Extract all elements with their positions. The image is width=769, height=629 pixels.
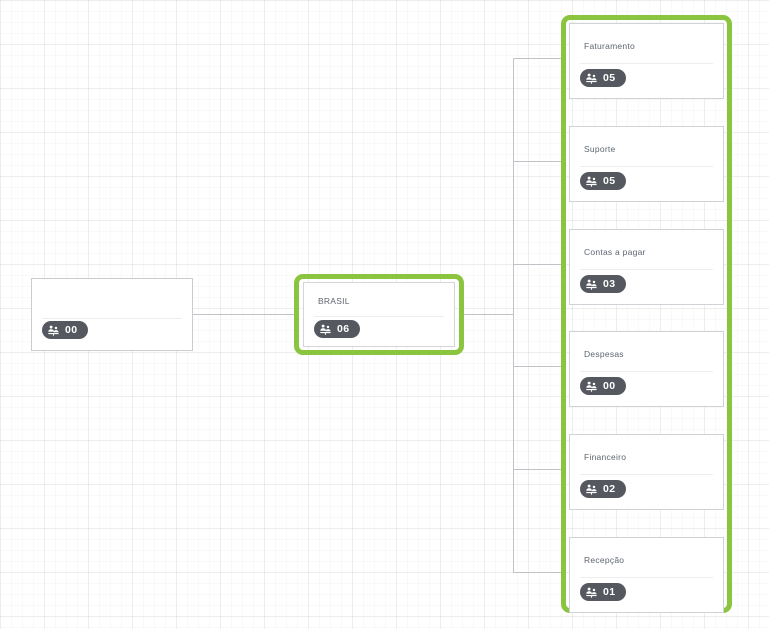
department-node-title: Contas a pagar bbox=[584, 247, 646, 257]
department-node-faturamento[interactable]: Faturamento 05 bbox=[569, 23, 724, 99]
department-node-count-badge[interactable]: 02 bbox=[580, 480, 626, 498]
brasil-node-count-value: 06 bbox=[337, 322, 350, 335]
department-node-divider bbox=[580, 166, 713, 167]
root-node-count-value: 00 bbox=[65, 323, 78, 336]
department-node-divider bbox=[580, 577, 713, 578]
department-node-count-value: 05 bbox=[603, 71, 616, 84]
users-group-icon bbox=[586, 484, 597, 495]
users-group-icon bbox=[48, 325, 59, 336]
department-node-count-badge[interactable]: 05 bbox=[580, 69, 626, 87]
department-node-count-badge[interactable]: 00 bbox=[580, 377, 626, 395]
department-node-divider bbox=[580, 371, 713, 372]
department-node-count-value: 03 bbox=[603, 277, 616, 290]
department-node-title: Financeiro bbox=[584, 452, 627, 462]
department-node-divider bbox=[580, 269, 713, 270]
department-node-count-value: 02 bbox=[603, 482, 616, 495]
department-node-recepcao[interactable]: Recepção 01 bbox=[569, 537, 724, 613]
users-group-icon bbox=[586, 176, 597, 187]
users-group-icon bbox=[586, 73, 597, 84]
department-node-count-value: 05 bbox=[603, 174, 616, 187]
users-group-icon bbox=[586, 279, 597, 290]
root-node[interactable]: 00 bbox=[31, 278, 193, 351]
department-node-suporte[interactable]: Suporte 05 bbox=[569, 126, 724, 202]
department-node-count-badge[interactable]: 01 bbox=[580, 583, 626, 601]
department-node-divider bbox=[580, 474, 713, 475]
department-node-count-badge[interactable]: 05 bbox=[580, 172, 626, 190]
department-node-count-badge[interactable]: 03 bbox=[580, 275, 626, 293]
department-node-count-value: 01 bbox=[603, 585, 616, 598]
department-node-title: Despesas bbox=[584, 349, 624, 359]
brasil-node-title: BRASIL bbox=[318, 296, 350, 306]
users-group-icon bbox=[320, 324, 331, 335]
users-group-icon bbox=[586, 587, 597, 598]
brasil-node[interactable]: BRASIL 06 bbox=[303, 282, 455, 347]
users-group-icon bbox=[586, 381, 597, 392]
department-node-title: Faturamento bbox=[584, 41, 635, 51]
brasil-node-selection-frame bbox=[294, 274, 464, 355]
departments-selection-frame bbox=[561, 15, 732, 613]
brasil-node-divider bbox=[314, 316, 444, 317]
root-node-divider bbox=[42, 318, 182, 319]
department-node-financeiro[interactable]: Financeiro 02 bbox=[569, 434, 724, 510]
department-node-divider bbox=[580, 63, 713, 64]
brasil-node-count-badge[interactable]: 06 bbox=[314, 320, 360, 338]
department-node-title: Recepção bbox=[584, 555, 625, 565]
department-node-count-value: 00 bbox=[603, 379, 616, 392]
department-node-title: Suporte bbox=[584, 144, 616, 154]
department-node-contas-a-pagar[interactable]: Contas a pagar 03 bbox=[569, 229, 724, 305]
department-node-despesas[interactable]: Despesas 00 bbox=[569, 331, 724, 407]
root-node-count-badge[interactable]: 00 bbox=[42, 321, 88, 339]
